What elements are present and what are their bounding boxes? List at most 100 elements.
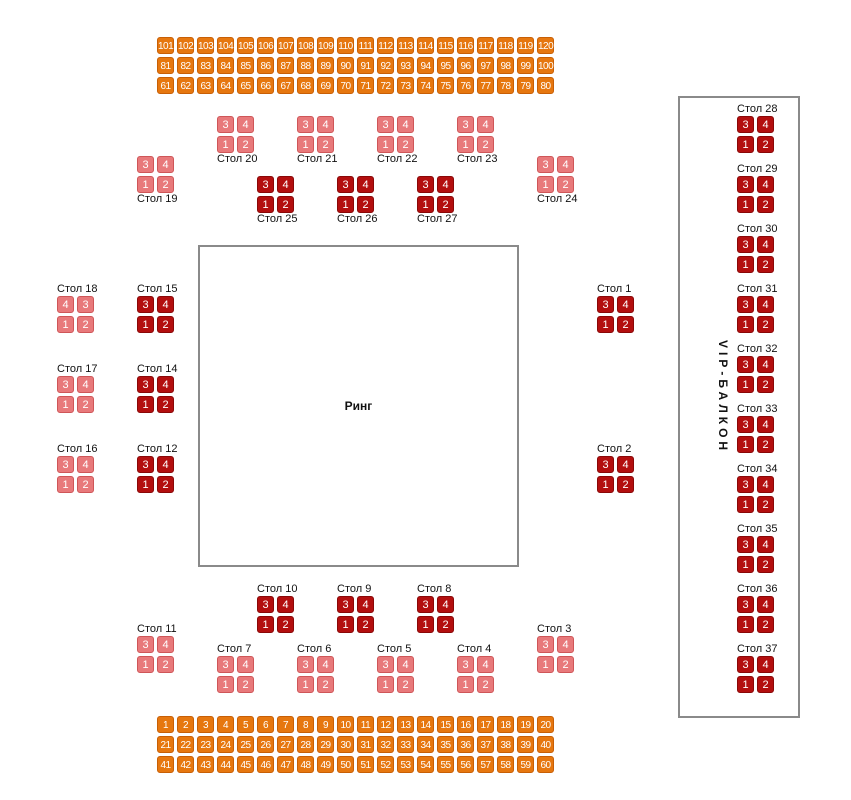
row-seat[interactable]: 93 <box>397 57 414 74</box>
row-seat[interactable]: 120 <box>537 37 554 54</box>
table-seat[interactable]: 2 <box>477 676 494 693</box>
table-seat[interactable]: 2 <box>757 676 774 693</box>
table-seat[interactable]: 3 <box>377 116 394 133</box>
table-seat[interactable]: 3 <box>737 656 754 673</box>
table-seat[interactable]: 2 <box>397 676 414 693</box>
table-seat[interactable]: 4 <box>237 116 254 133</box>
table-seat[interactable]: 1 <box>337 616 354 633</box>
row-seat[interactable]: 55 <box>437 756 454 773</box>
table-seat[interactable]: 4 <box>757 176 774 193</box>
table-seat[interactable]: 1 <box>457 676 474 693</box>
row-seat[interactable]: 52 <box>377 756 394 773</box>
table-seat[interactable]: 3 <box>417 176 434 193</box>
table-seat[interactable]: 4 <box>157 456 174 473</box>
row-seat[interactable]: 73 <box>397 77 414 94</box>
table-seat[interactable]: 3 <box>737 356 754 373</box>
table-seat[interactable]: 2 <box>157 316 174 333</box>
table-seat[interactable]: 2 <box>757 316 774 333</box>
table-seat[interactable]: 4 <box>437 176 454 193</box>
table-seat[interactable]: 4 <box>397 116 414 133</box>
table-seat[interactable]: 4 <box>317 116 334 133</box>
table-seat[interactable]: 3 <box>337 176 354 193</box>
table-seat[interactable]: 3 <box>597 296 614 313</box>
table-seat[interactable]: 3 <box>297 656 314 673</box>
table-seat[interactable]: 1 <box>737 256 754 273</box>
row-seat[interactable]: 85 <box>237 57 254 74</box>
table-seat[interactable]: 2 <box>157 476 174 493</box>
table-seat[interactable]: 2 <box>77 476 94 493</box>
table-seat[interactable]: 1 <box>57 476 74 493</box>
table-seat[interactable]: 1 <box>737 196 754 213</box>
table-seat[interactable]: 2 <box>77 316 94 333</box>
row-seat[interactable]: 63 <box>197 77 214 94</box>
row-seat[interactable]: 14 <box>417 716 434 733</box>
table-seat[interactable]: 3 <box>217 656 234 673</box>
table-seat[interactable]: 3 <box>537 156 554 173</box>
table-seat[interactable]: 2 <box>757 436 774 453</box>
row-seat[interactable]: 118 <box>497 37 514 54</box>
row-seat[interactable]: 4 <box>217 716 234 733</box>
row-seat[interactable]: 15 <box>437 716 454 733</box>
row-seat[interactable]: 35 <box>437 736 454 753</box>
table-seat[interactable]: 4 <box>757 356 774 373</box>
table-seat[interactable]: 4 <box>57 296 74 313</box>
table-seat[interactable]: 4 <box>277 176 294 193</box>
table-seat[interactable]: 1 <box>257 616 274 633</box>
row-seat[interactable]: 66 <box>257 77 274 94</box>
row-seat[interactable]: 10 <box>337 716 354 733</box>
table-seat[interactable]: 1 <box>137 656 154 673</box>
table-seat[interactable]: 1 <box>737 556 754 573</box>
table-seat[interactable]: 2 <box>437 616 454 633</box>
table-seat[interactable]: 2 <box>757 256 774 273</box>
table-seat[interactable]: 1 <box>457 136 474 153</box>
row-seat[interactable]: 53 <box>397 756 414 773</box>
row-seat[interactable]: 20 <box>537 716 554 733</box>
row-seat[interactable]: 71 <box>357 77 374 94</box>
table-seat[interactable]: 2 <box>757 196 774 213</box>
table-seat[interactable]: 1 <box>737 376 754 393</box>
row-seat[interactable]: 3 <box>197 716 214 733</box>
table-seat[interactable]: 3 <box>57 376 74 393</box>
table-seat[interactable]: 2 <box>277 616 294 633</box>
table-seat[interactable]: 1 <box>217 676 234 693</box>
table-seat[interactable]: 3 <box>417 596 434 613</box>
row-seat[interactable]: 36 <box>457 736 474 753</box>
row-seat[interactable]: 112 <box>377 37 394 54</box>
row-seat[interactable]: 13 <box>397 716 414 733</box>
table-seat[interactable]: 1 <box>417 196 434 213</box>
table-seat[interactable]: 4 <box>757 416 774 433</box>
row-seat[interactable]: 30 <box>337 736 354 753</box>
table-seat[interactable]: 4 <box>157 296 174 313</box>
table-seat[interactable]: 3 <box>597 456 614 473</box>
table-seat[interactable]: 2 <box>437 196 454 213</box>
table-seat[interactable]: 4 <box>617 296 634 313</box>
table-seat[interactable]: 3 <box>537 636 554 653</box>
table-seat[interactable]: 4 <box>157 636 174 653</box>
row-seat[interactable]: 107 <box>277 37 294 54</box>
row-seat[interactable]: 62 <box>177 77 194 94</box>
table-seat[interactable]: 4 <box>757 236 774 253</box>
table-seat[interactable]: 4 <box>437 596 454 613</box>
table-seat[interactable]: 2 <box>157 176 174 193</box>
table-seat[interactable]: 1 <box>137 316 154 333</box>
row-seat[interactable]: 92 <box>377 57 394 74</box>
row-seat[interactable]: 2 <box>177 716 194 733</box>
table-seat[interactable]: 1 <box>737 616 754 633</box>
table-seat[interactable]: 1 <box>137 176 154 193</box>
table-seat[interactable]: 2 <box>757 376 774 393</box>
row-seat[interactable]: 43 <box>197 756 214 773</box>
row-seat[interactable]: 111 <box>357 37 374 54</box>
table-seat[interactable]: 2 <box>77 396 94 413</box>
row-seat[interactable]: 29 <box>317 736 334 753</box>
row-seat[interactable]: 24 <box>217 736 234 753</box>
table-seat[interactable]: 1 <box>337 196 354 213</box>
table-seat[interactable]: 1 <box>217 136 234 153</box>
table-seat[interactable]: 2 <box>237 676 254 693</box>
table-seat[interactable]: 2 <box>357 616 374 633</box>
row-seat[interactable]: 114 <box>417 37 434 54</box>
table-seat[interactable]: 2 <box>757 616 774 633</box>
row-seat[interactable]: 41 <box>157 756 174 773</box>
table-seat[interactable]: 3 <box>737 596 754 613</box>
row-seat[interactable]: 45 <box>237 756 254 773</box>
row-seat[interactable]: 86 <box>257 57 274 74</box>
